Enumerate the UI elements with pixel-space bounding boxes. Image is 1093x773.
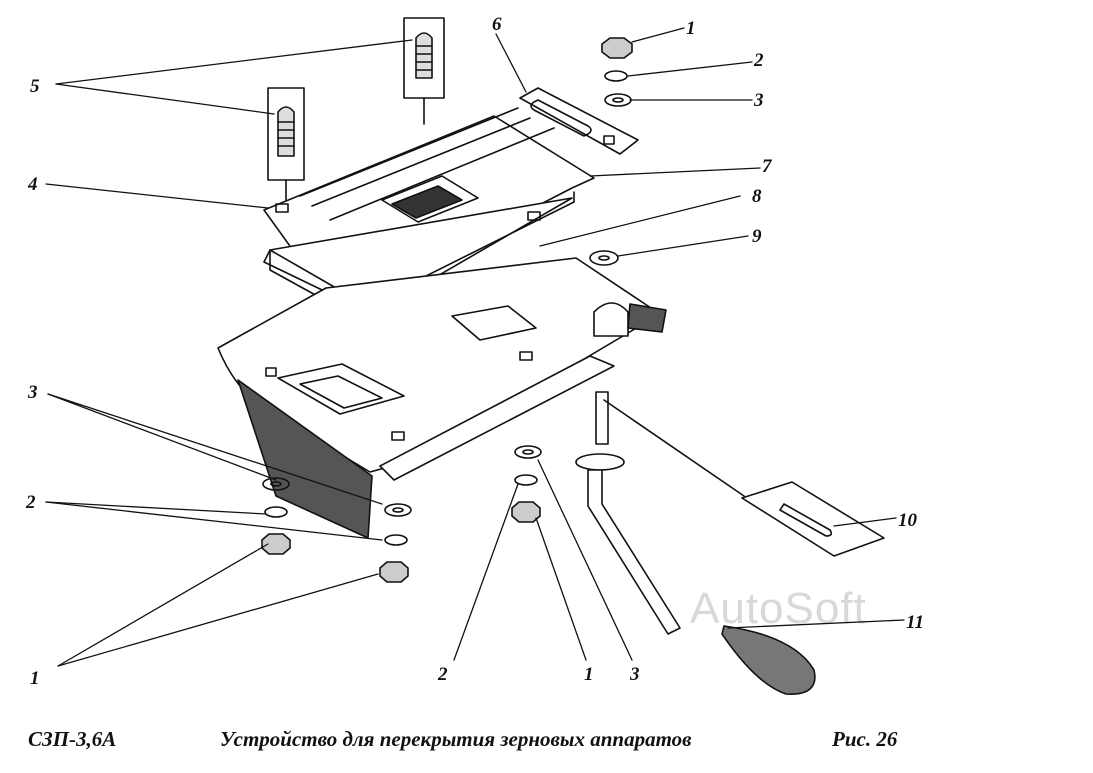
machine-model: СЗП-3,6А xyxy=(28,727,117,751)
callout-1-bottom: 1 xyxy=(584,664,594,685)
tray-body xyxy=(217,257,667,539)
shutter-plate-assembly xyxy=(263,107,595,315)
nuts xyxy=(261,37,633,583)
washers xyxy=(262,70,632,546)
callout-1-top: 1 xyxy=(686,18,696,39)
callout-3-top: 3 xyxy=(753,90,764,111)
bolt-detail-boxes xyxy=(267,17,445,201)
callout-2-top: 2 xyxy=(753,50,764,71)
callout-2-left: 2 xyxy=(25,492,36,513)
watermark: AutoSoft xyxy=(690,584,867,633)
callout-1-left: 1 xyxy=(30,668,40,689)
crank-handle xyxy=(575,391,816,695)
callout-11: 11 xyxy=(906,612,924,633)
callout-3-bottom: 3 xyxy=(629,664,640,685)
callout-9: 9 xyxy=(752,226,762,247)
callout-2-bottom: 2 xyxy=(437,664,448,685)
callout-8: 8 xyxy=(752,186,762,207)
callout-3-left: 3 xyxy=(27,382,38,403)
callout-labels: 1 2 3 4 5 6 7 8 9 10 11 3 2 1 2 1 3 xyxy=(25,14,924,689)
callout-7: 7 xyxy=(762,156,773,177)
callout-10: 10 xyxy=(898,510,918,531)
figure-title: Устройство для перекрытия зерновых аппар… xyxy=(220,727,692,751)
figure-number: Рис. 26 xyxy=(832,727,898,751)
callout-4: 4 xyxy=(27,174,38,195)
pin-detail xyxy=(603,399,885,557)
callout-6: 6 xyxy=(492,14,502,35)
leader-lines xyxy=(45,27,905,667)
callout-5: 5 xyxy=(30,76,40,97)
slotted-strap xyxy=(519,87,639,155)
